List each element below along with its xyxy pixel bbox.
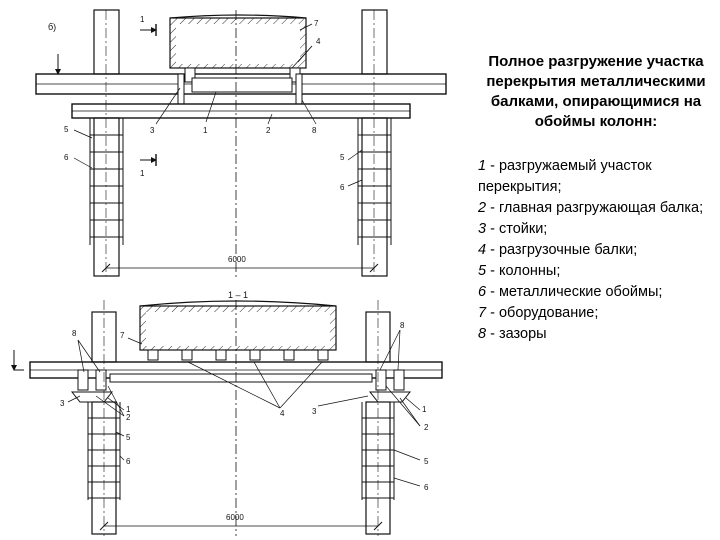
column-right (361, 117, 388, 277)
callout-7: 7 (120, 331, 125, 340)
callout-2: 2 (266, 126, 271, 135)
legend-number: 8 (478, 326, 487, 342)
callout-3: 3 (60, 399, 65, 408)
callout-2: 2 (126, 413, 131, 422)
callout-1: 1 (422, 405, 427, 414)
top-view: б) (35, 9, 447, 280)
callout-5: 5 (64, 125, 69, 134)
legend-item: 1 - разгружаемый участок перекрытия; (478, 156, 714, 198)
legend-number: 2 (478, 200, 487, 216)
post (95, 369, 107, 391)
section-title: 1 – 1 (228, 290, 248, 300)
post (393, 369, 405, 391)
legend-text: - колонны; (486, 263, 561, 279)
callout-2: 2 (424, 423, 429, 432)
callout-5: 5 (126, 433, 131, 442)
legend-item: 5 - колонны; (478, 261, 714, 282)
section-mark: 1 (140, 15, 145, 24)
callout-5: 5 (340, 153, 345, 162)
legend-item: 7 - оборудование; (478, 303, 714, 324)
legend-item: 8 - зазоры (478, 324, 714, 345)
column-jacket-right (357, 118, 392, 245)
diagram-title: Полное разгружение участка перекрытия ме… (486, 53, 706, 130)
legend-number: 5 (478, 263, 487, 279)
callout-6: 6 (64, 153, 69, 162)
post (177, 73, 185, 105)
post (295, 73, 303, 105)
legend-text: - разгрузочные балки; (486, 242, 638, 258)
legend-number: 7 (478, 305, 487, 321)
column-left-upper (93, 9, 120, 75)
unloading-beams (147, 349, 329, 361)
legend-list: 1 - разгружаемый участок перекрытия; 2 -… (478, 156, 714, 345)
callout-6: 6 (424, 483, 429, 492)
legend-text: - стойки; (486, 221, 548, 237)
callout-7: 7 (314, 19, 319, 28)
unloading-beam (184, 67, 196, 83)
legend-text: - зазоры (486, 326, 547, 342)
callout-1: 1 (203, 126, 208, 135)
post (77, 369, 89, 391)
legend-number: 6 (478, 284, 487, 300)
column-jacket-left (89, 118, 124, 245)
dimension-label: 6000 (228, 255, 246, 264)
callout-3: 3 (150, 126, 155, 135)
callout-5: 5 (424, 457, 429, 466)
column-left (93, 117, 120, 277)
legend-item: 4 - разгрузочные балки; (478, 240, 714, 261)
callout-4: 4 (280, 409, 285, 418)
callout-8: 8 (400, 321, 405, 330)
view-label: б) (48, 22, 56, 32)
callout-3: 3 (312, 407, 317, 416)
column-right-upper (361, 9, 388, 75)
callout-8: 8 (312, 126, 317, 135)
callout-6: 6 (126, 457, 131, 466)
legend-number: 4 (478, 242, 487, 258)
legend-panel: Полное разгружение участка перекрытия ме… (478, 52, 714, 345)
unloaded-slab-section (191, 77, 293, 93)
legend-text: - главная разгружающая балка; (486, 200, 704, 216)
legend-text: - разгружаемый участок перекрытия; (478, 158, 652, 195)
section-mark: 1 (140, 169, 145, 178)
post (375, 369, 387, 391)
dimension-label: 6000 (226, 513, 244, 522)
callout-8: 8 (72, 329, 77, 338)
legend-text: - оборудование; (486, 305, 599, 321)
legend-item: 3 - стойки; (478, 219, 714, 240)
legend-number: 3 (478, 221, 487, 237)
legend-item: 2 - главная разгружающая балка; (478, 198, 714, 219)
main-beam (109, 373, 373, 383)
callout-6: 6 (340, 183, 345, 192)
legend-number: 1 (478, 158, 487, 174)
legend-item: 6 - металлические обоймы; (478, 282, 714, 303)
callout-4: 4 (316, 37, 321, 46)
section-view: 1 – 1 (11, 290, 443, 536)
structural-drawing: б) (11, 9, 447, 536)
legend-text: - металлические обоймы; (486, 284, 663, 300)
callout-1: 1 (126, 405, 131, 414)
